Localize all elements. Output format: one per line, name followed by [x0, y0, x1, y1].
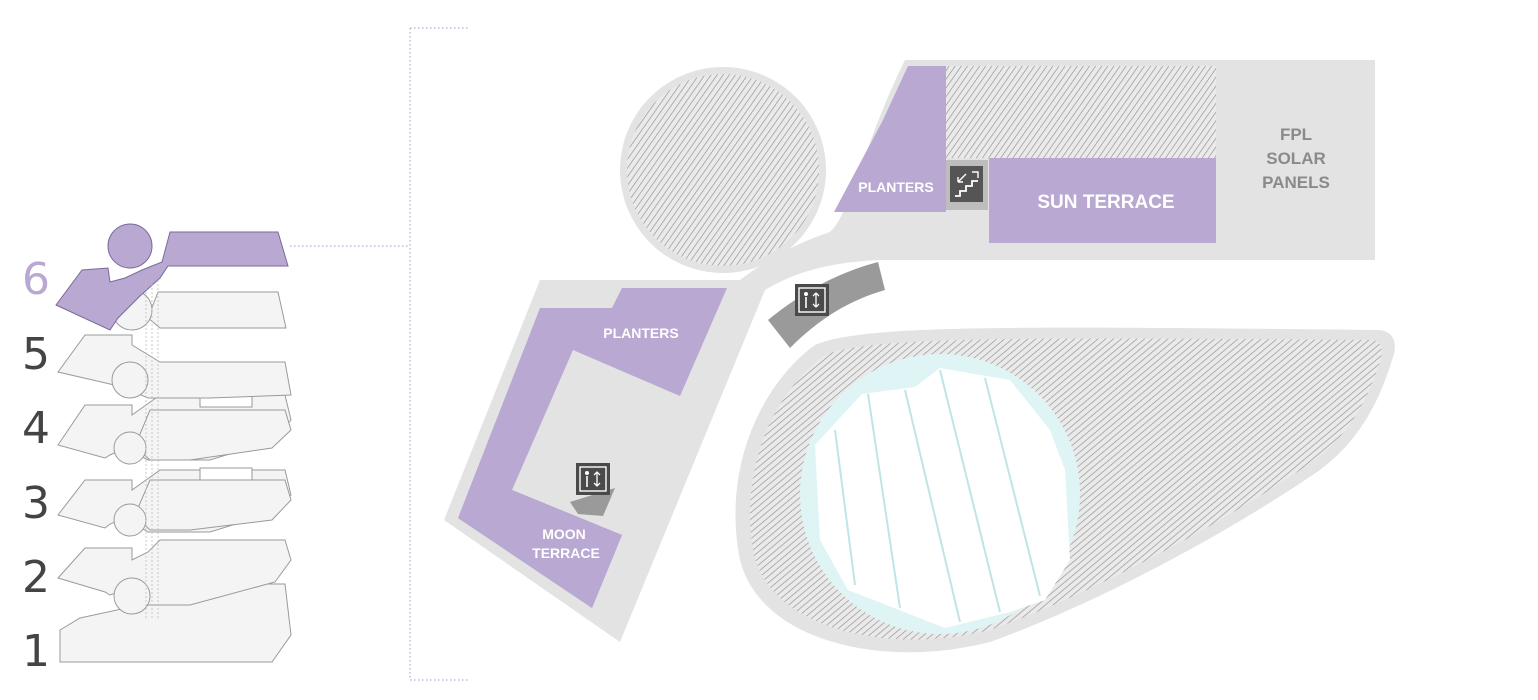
level-stack	[55, 223, 292, 663]
atrium-mullions	[834, 369, 1041, 623]
level-2-label[interactable]: 2	[22, 552, 50, 603]
planters-top-label: PLANTERS	[858, 179, 933, 195]
moon-terrace-label-1: MOON	[542, 526, 586, 542]
level-4-label[interactable]: 4	[22, 403, 50, 454]
elevator-icon-upper[interactable]	[795, 284, 829, 316]
planters-left-label: PLANTERS	[603, 325, 678, 341]
floor-plan: FPL SOLAR PANELS	[444, 60, 1395, 653]
level-plate-6[interactable]	[55, 223, 289, 331]
moon-terrace-area[interactable]	[458, 490, 622, 608]
level-5-label[interactable]: 5	[22, 329, 50, 380]
svg-text:FPL: FPL	[1280, 125, 1312, 144]
elevator-icon-lower[interactable]	[576, 463, 610, 495]
atrium-skylight	[815, 368, 1070, 628]
solar-panels-label: FPL SOLAR PANELS	[1262, 125, 1330, 192]
stairs-icon[interactable]	[946, 160, 988, 210]
level-numbers: 6 5 4 3 2 1	[22, 254, 50, 677]
level-3-label[interactable]: 3	[22, 478, 50, 529]
zoom-connector	[290, 27, 468, 681]
level-plate-4[interactable]	[57, 394, 292, 465]
svg-text:SOLAR: SOLAR	[1266, 149, 1326, 168]
moon-terrace-label-2: TERRACE	[532, 545, 600, 561]
level-plate-5[interactable]	[57, 289, 292, 399]
svg-text:PANELS: PANELS	[1262, 173, 1330, 192]
sun-terrace-area[interactable]	[989, 158, 1216, 243]
dome-hatch	[627, 74, 819, 266]
roof-hatch	[946, 66, 1216, 158]
core-lines	[145, 280, 159, 620]
sun-terrace-label: SUN TERRACE	[1037, 192, 1174, 213]
planters-top-area[interactable]	[834, 66, 946, 212]
level-1-label[interactable]: 1	[22, 626, 50, 677]
level-plate-2[interactable]	[57, 539, 292, 615]
level-plate-3[interactable]	[57, 467, 292, 537]
level-6-label[interactable]: 6	[22, 254, 50, 305]
